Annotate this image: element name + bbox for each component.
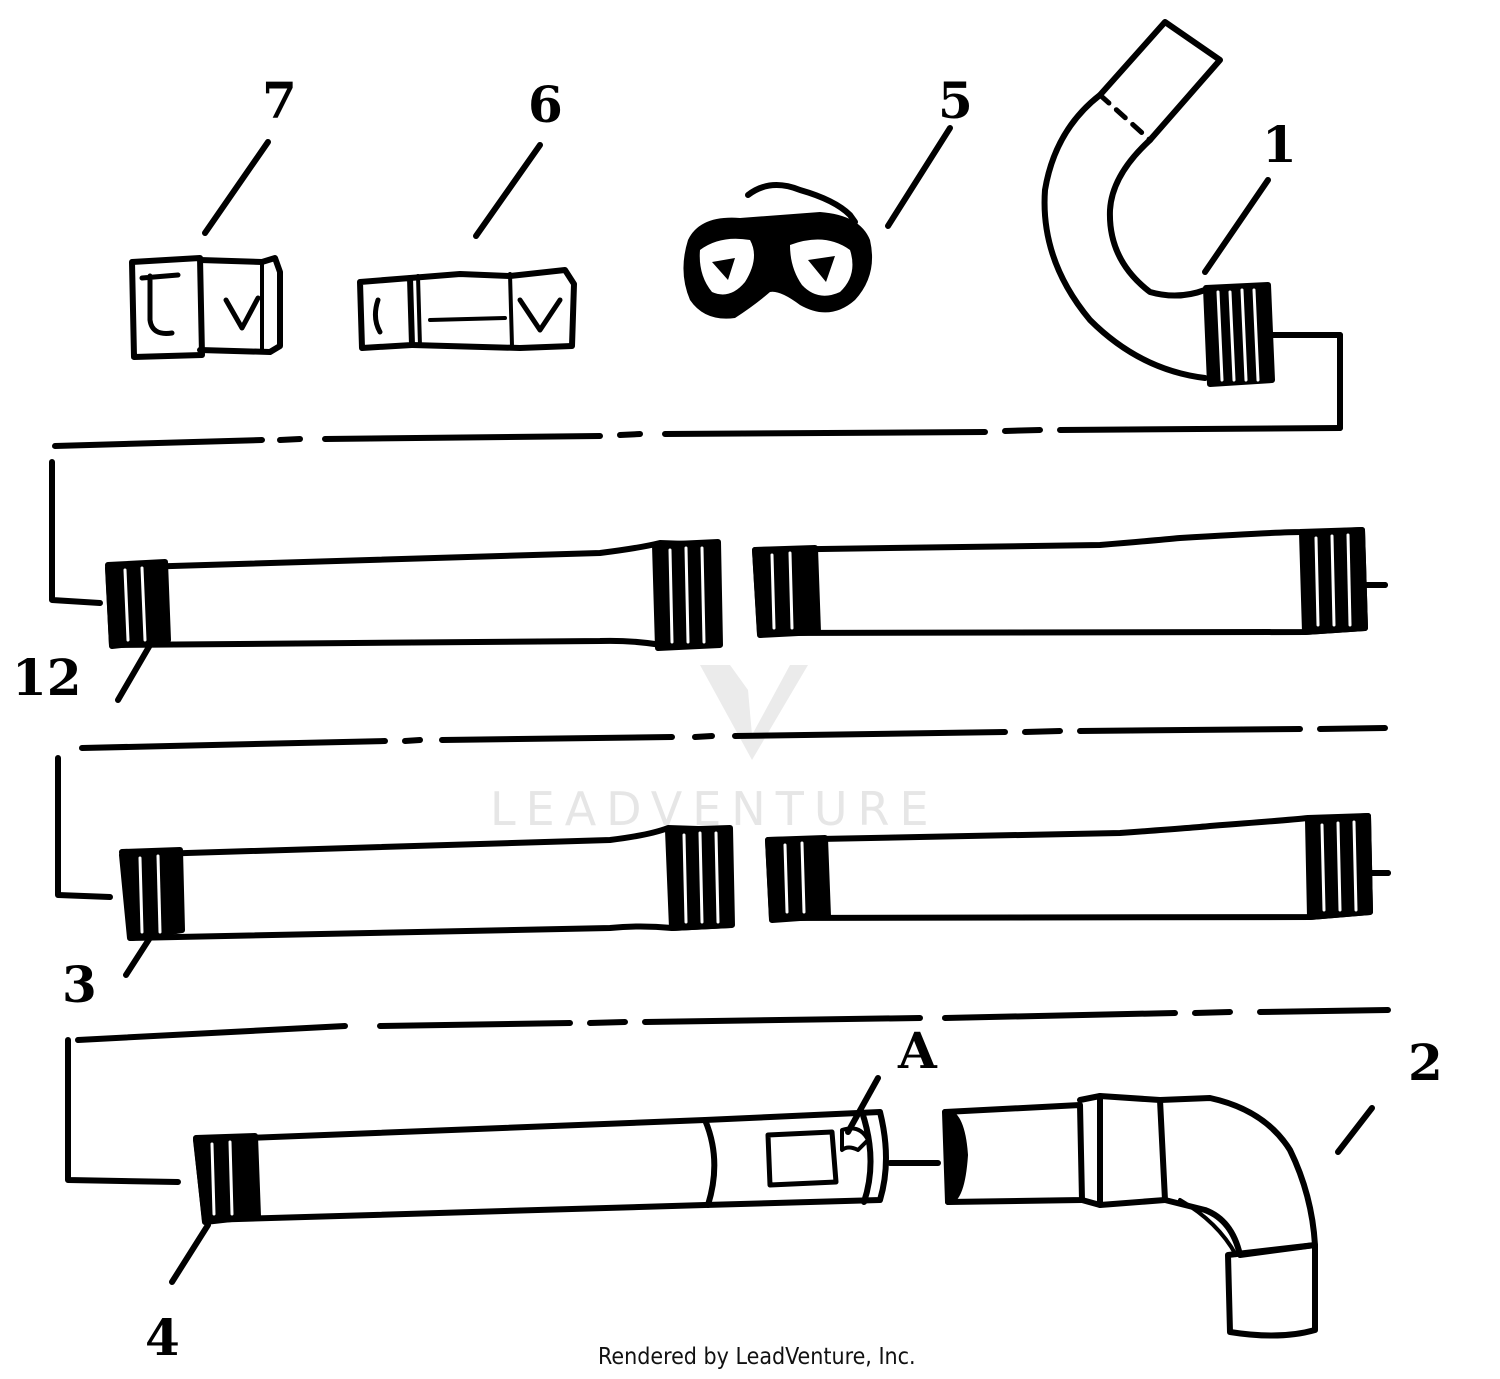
callout-1: 1 [1262, 115, 1297, 174]
leader-5 [885, 125, 953, 229]
leader-3 [123, 927, 158, 978]
callout-7: 7 [262, 71, 297, 130]
center-lines [49, 332, 1391, 1185]
leader-1 [1202, 177, 1271, 275]
callout-3: 3 [62, 955, 97, 1014]
callout-A: A [897, 1021, 938, 1080]
leader-7 [202, 139, 271, 236]
extension-tube-middle [119, 813, 1391, 941]
extension-tube-upper [105, 527, 1388, 651]
callout-5: 5 [938, 71, 973, 130]
elbow-nozzle [942, 1093, 1318, 1339]
curved-pipe [1041, 19, 1343, 387]
watermark: LEADVENTURE [490, 665, 929, 836]
leader-12 [115, 642, 153, 703]
leader-4 [169, 1222, 211, 1285]
credit-text: Rendered by LeadVenture, Inc. [598, 1344, 916, 1370]
tool-7 [129, 255, 283, 360]
callout-4: 4 [145, 1308, 180, 1367]
tool-6 [357, 267, 577, 351]
watermark-logo-icon [700, 665, 808, 760]
lower-tube [193, 1109, 941, 1225]
callout-2: 2 [1408, 1033, 1443, 1092]
safety-goggles [683, 182, 873, 319]
leader-6 [473, 142, 543, 239]
leader-A [845, 1075, 881, 1135]
callout-12: 12 [12, 648, 82, 707]
callout-6: 6 [528, 75, 563, 134]
leader-2 [1335, 1105, 1375, 1155]
